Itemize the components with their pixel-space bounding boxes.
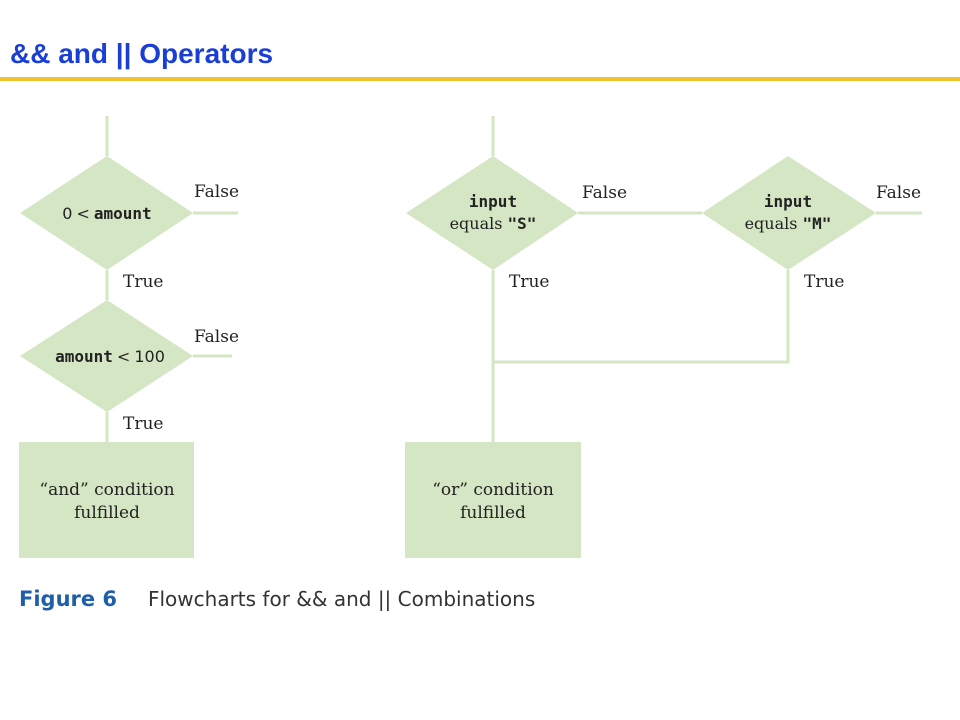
or-decision-1-line-1: input	[469, 192, 517, 211]
or-result-line-2: fulfilled	[460, 503, 526, 523]
and-decision-2-true-label: True	[123, 414, 163, 434]
title-underline	[0, 77, 960, 81]
and-decision-1-label: 0<amount	[62, 204, 151, 223]
or-decision-2	[702, 156, 876, 270]
or-decision-1-true-label: True	[509, 272, 549, 292]
or-decision-2-false-label: False	[876, 183, 921, 203]
or-decision-1	[406, 156, 578, 270]
or-result-line-1: “or” condition	[432, 480, 554, 500]
or-decision-1-false-label: False	[582, 183, 627, 203]
and-decision-2	[20, 300, 193, 412]
or-decision-2-true-label: True	[804, 272, 844, 292]
and-decision-1-false-label: False	[194, 182, 239, 202]
or-result-box	[405, 442, 581, 558]
or-d2-true-line	[493, 270, 790, 364]
or-decision-2-line-1: input	[764, 192, 812, 211]
connector-lines	[105, 116, 922, 442]
and-result-line-2: fulfilled	[74, 503, 140, 523]
and-decision-2-false-label: False	[194, 327, 239, 347]
and-decision-2-label: amount<100	[55, 347, 165, 366]
or-decision-2-line-2: equals "M"	[745, 214, 832, 233]
slide-title: && and || Operators	[10, 38, 274, 69]
and-decision-1-true-label: True	[123, 272, 163, 292]
and-result-line-1: “and” condition	[39, 480, 174, 500]
and-result-box	[19, 442, 194, 558]
or-decision-1-line-2: equals "S"	[450, 214, 537, 233]
figure-label: Figure 6	[19, 587, 117, 611]
and-decision-1	[20, 156, 193, 270]
figure-caption: Flowcharts for && and || Combinations	[148, 587, 535, 611]
